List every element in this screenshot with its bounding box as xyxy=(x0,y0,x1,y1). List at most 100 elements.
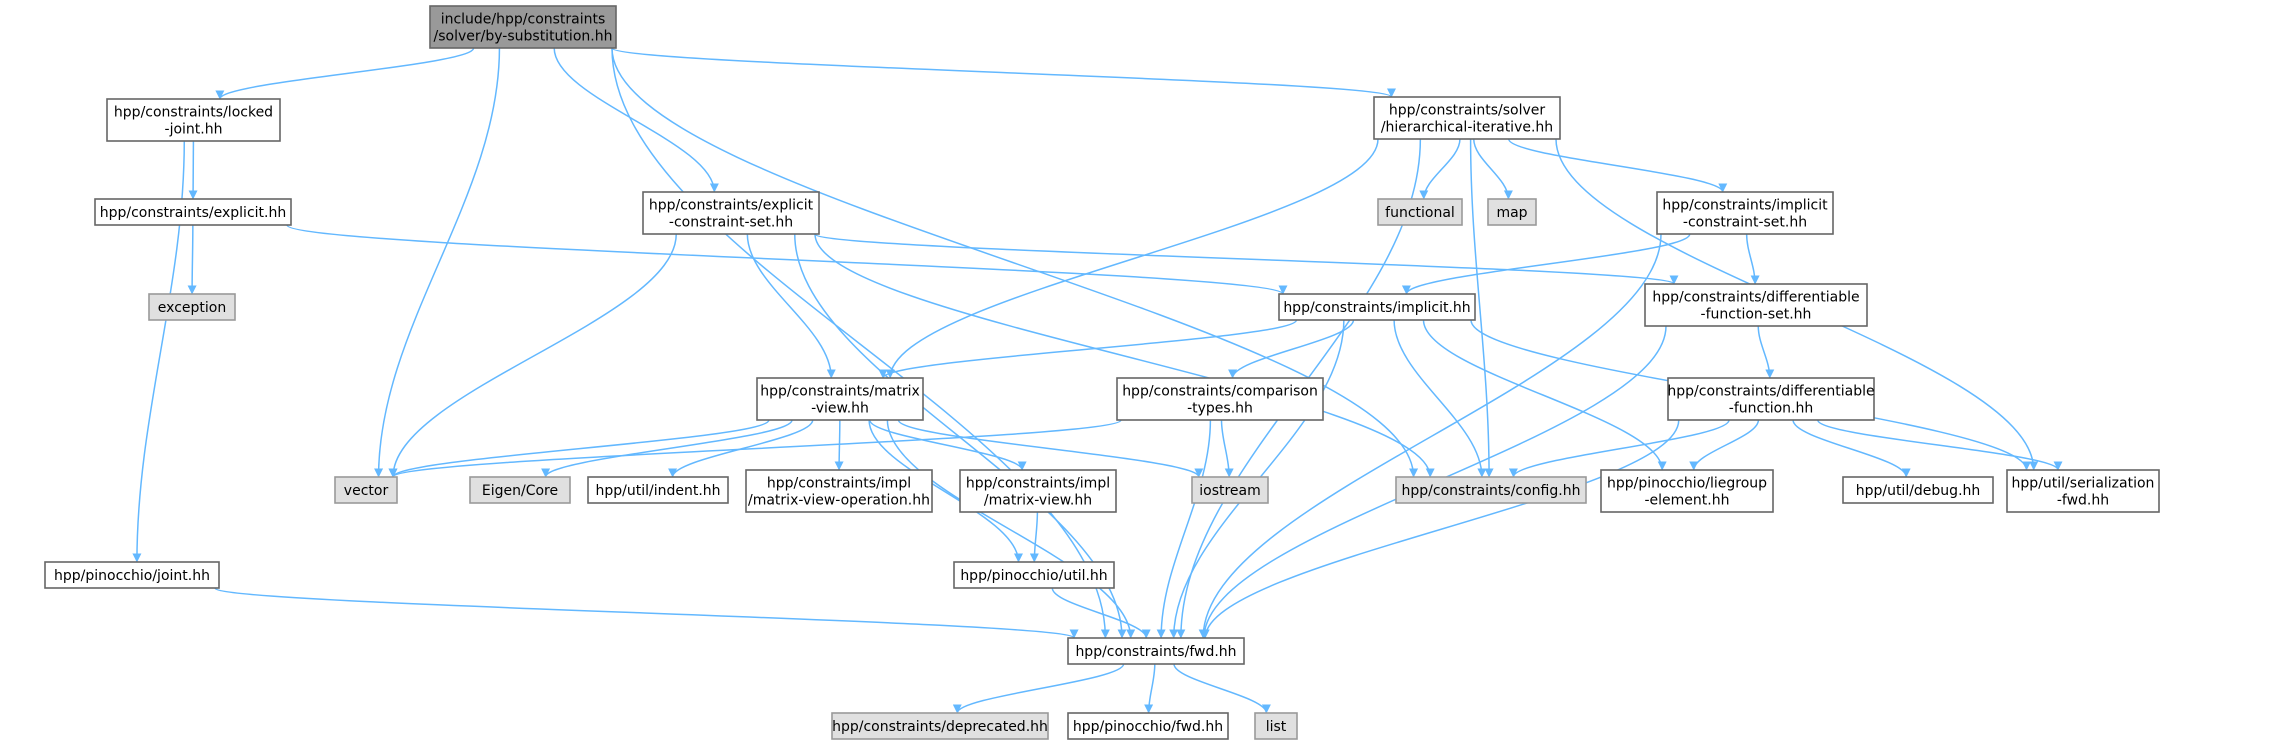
node-explicitset[interactable]: hpp/constraints/explicit-constraint-set.… xyxy=(642,191,820,235)
node-pinutil[interactable]: hpp/pinocchio/util.hh xyxy=(953,561,1115,589)
node-root[interactable]: include/hpp/constraints/solver/by-substi… xyxy=(429,5,617,49)
edge-explicitset-to-difffuncset xyxy=(814,233,1679,285)
edge-difffunc-to-debug xyxy=(1792,419,1911,478)
node-hier[interactable]: hpp/constraints/solver/hierarchical-iter… xyxy=(1373,96,1561,140)
node-box xyxy=(1395,476,1587,504)
node-label: include/hpp/constraints xyxy=(441,12,606,28)
edge-matrixview-to-iostream xyxy=(897,419,1204,478)
node-mvop[interactable]: hpp/constraints/impl/matrix-view-operati… xyxy=(745,469,933,513)
node-implicitset[interactable]: hpp/constraints/implicit-constraint-set.… xyxy=(1656,191,1834,235)
node-label: hpp/constraints/locked xyxy=(114,105,273,121)
node-label: -view.hh xyxy=(811,401,869,417)
edge-explicitset-to-vector xyxy=(388,233,677,478)
edge-comparison-to-fwd xyxy=(1156,419,1212,639)
node-implicit[interactable]: hpp/constraints/implicit.hh xyxy=(1278,293,1476,321)
edge-matrixview-to-mvop xyxy=(834,419,844,471)
node-list: list xyxy=(1254,712,1298,740)
edge-hier-to-matrixview xyxy=(885,138,1379,379)
node-comparison[interactable]: hpp/constraints/comparison-types.hh xyxy=(1116,377,1324,421)
node-box xyxy=(469,476,571,504)
node-box xyxy=(1667,377,1875,421)
node-matrixview[interactable]: hpp/constraints/matrix-view.hh xyxy=(756,377,924,421)
node-label: -fwd.hh xyxy=(2057,493,2109,509)
node-liegroup[interactable]: hpp/pinocchio/liegroup-element.hh xyxy=(1600,469,1774,513)
edge-matrixview-to-eigen xyxy=(541,419,793,478)
node-box xyxy=(148,293,236,321)
edge-implicit-to-config xyxy=(1393,319,1487,478)
node-mvimpl[interactable]: hpp/constraints/impl/matrix-view.hh xyxy=(959,469,1117,513)
node-difffuncset[interactable]: hpp/constraints/differentiable-function-… xyxy=(1644,283,1868,327)
node-label: -joint.hh xyxy=(165,122,223,138)
edge-explicitset-to-config xyxy=(814,233,1435,478)
node-label: list xyxy=(1266,719,1287,735)
node-box xyxy=(1191,476,1269,504)
node-box xyxy=(959,469,1117,513)
node-label: map xyxy=(1496,205,1527,221)
edge-joint-to-fwd xyxy=(214,587,1079,639)
node-label: -constraint-set.hh xyxy=(669,215,793,231)
node-label: exception xyxy=(158,300,226,316)
node-box xyxy=(2006,469,2160,513)
node-label: hpp/constraints/differentiable xyxy=(1667,384,1874,400)
node-debug[interactable]: hpp/util/debug.hh xyxy=(1842,476,1994,504)
node-box xyxy=(334,476,398,504)
node-vector: vector xyxy=(334,476,398,504)
node-box xyxy=(1116,377,1324,421)
node-label: hpp/constraints/comparison xyxy=(1122,384,1318,400)
edge-matrixview-to-mvimpl xyxy=(868,419,1027,471)
node-label: hpp/constraints/implicit.hh xyxy=(1283,300,1470,316)
node-box xyxy=(429,5,617,49)
node-label: hpp/pinocchio/fwd.hh xyxy=(1073,719,1223,735)
node-indent[interactable]: hpp/util/indent.hh xyxy=(587,476,729,504)
node-box xyxy=(642,191,820,235)
node-fwd[interactable]: hpp/constraints/fwd.hh xyxy=(1067,637,1245,665)
edge-root-to-config xyxy=(611,47,1419,478)
edge-matrixview-to-vector xyxy=(388,419,770,478)
node-box xyxy=(94,198,292,226)
node-box xyxy=(831,712,1049,740)
node-box xyxy=(1278,293,1476,321)
node-label: hpp/pinocchio/util.hh xyxy=(960,568,1107,584)
node-label: hpp/constraints/differentiable xyxy=(1652,290,1859,306)
node-serial[interactable]: hpp/util/serialization-fwd.hh xyxy=(2006,469,2160,513)
node-box xyxy=(1377,198,1463,226)
edge-explicitset-to-matrixview xyxy=(746,233,836,379)
edge-matrixview-to-fwd xyxy=(886,419,1136,639)
node-label: hpp/pinocchio/joint.hh xyxy=(54,568,210,584)
node-locked[interactable]: hpp/constraints/locked-joint.hh xyxy=(106,98,281,142)
node-label: hpp/constraints/matrix xyxy=(760,384,920,400)
node-joint[interactable]: hpp/pinocchio/joint.hh xyxy=(44,561,220,589)
node-functional: functional xyxy=(1377,198,1463,226)
edge-fwd-to-list xyxy=(1173,663,1271,714)
node-config: hpp/constraints/config.hh xyxy=(1395,476,1587,504)
edge-hier-to-config xyxy=(1469,138,1494,478)
edge-hier-to-functional xyxy=(1419,138,1461,200)
node-label: hpp/util/indent.hh xyxy=(595,483,720,499)
node-explicit[interactable]: hpp/constraints/explicit.hh xyxy=(94,198,292,226)
edge-difffunc-to-liegroup xyxy=(1689,419,1760,471)
edge-fwd-to-deprecated xyxy=(952,663,1125,714)
edge-mvimpl-to-pinutil xyxy=(1029,511,1039,563)
node-label: hpp/util/serialization xyxy=(2012,476,2155,492)
node-label: -constraint-set.hh xyxy=(1683,215,1807,231)
node-box xyxy=(106,98,281,142)
edge-difffunc-to-config xyxy=(1508,419,1730,478)
node-box xyxy=(1067,712,1229,740)
edge-difffunc-to-serial xyxy=(1817,419,2063,471)
node-label: hpp/pinocchio/liegroup xyxy=(1607,476,1767,492)
edge-fwd-to-pinfwd xyxy=(1144,663,1156,714)
node-difffunc[interactable]: hpp/constraints/differentiable-function.… xyxy=(1667,377,1875,421)
edge-implicit-to-liegroup xyxy=(1422,319,1667,471)
node-label: -function-set.hh xyxy=(1701,307,1812,323)
node-label: /matrix-view-operation.hh xyxy=(748,493,930,509)
edge-matrixview-to-pinutil xyxy=(868,419,1023,563)
node-label: -types.hh xyxy=(1187,401,1253,417)
node-label: -element.hh xyxy=(1645,493,1730,509)
node-box xyxy=(1373,96,1561,140)
node-box xyxy=(1644,283,1868,327)
edge-comparison-to-iostream xyxy=(1220,419,1234,478)
edge-hier-to-implicitset xyxy=(1507,138,1728,193)
node-pinfwd[interactable]: hpp/pinocchio/fwd.hh xyxy=(1067,712,1229,740)
node-label: hpp/constraints/impl xyxy=(966,476,1110,492)
node-box xyxy=(587,476,729,504)
